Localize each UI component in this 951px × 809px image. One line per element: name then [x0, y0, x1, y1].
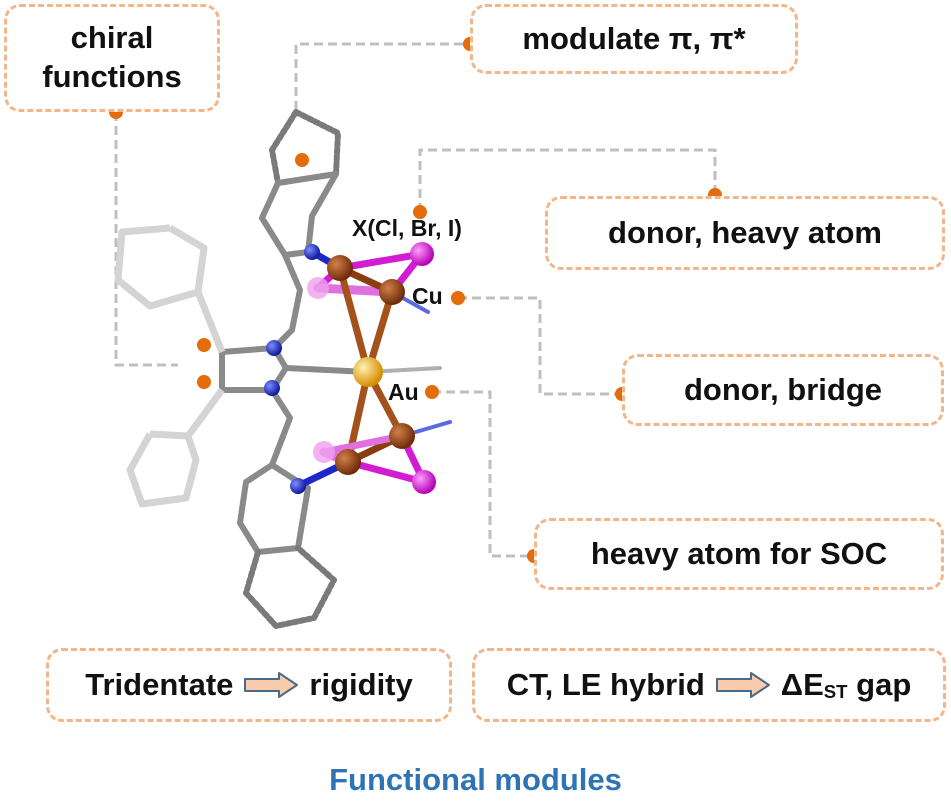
donor-heavy-label: donor, heavy atom [608, 215, 882, 251]
dashed-benzo-upper-b [269, 109, 299, 186]
n-atom-upper-b [266, 340, 282, 356]
st-subscript: ST [823, 681, 848, 703]
dashed-benzo-lower [243, 545, 337, 629]
n-atom-upper-a [304, 244, 320, 260]
x-atom-upper-back [307, 277, 329, 299]
donor-bridge-label: donor, bridge [683, 372, 883, 408]
dot-cu [451, 291, 465, 305]
au-label: Au [388, 379, 419, 405]
pyridine-lower-link [269, 387, 293, 468]
gap-text: gap [856, 667, 912, 703]
leader-modulate [294, 42, 470, 110]
leader-donor-heavy [418, 148, 717, 212]
leader-chiral [114, 112, 178, 367]
leader-donor-bridge [458, 296, 622, 396]
dot-chiral-2 [197, 375, 211, 389]
heavy-soc-label: heavy atom for SOC [590, 536, 888, 572]
modulate-box: modulate π, π* [470, 4, 798, 74]
tridentate-label: Tridentate [85, 667, 234, 703]
pyridine-upper [259, 171, 339, 258]
dot-x [413, 205, 427, 219]
x-atom-lower-back [313, 441, 335, 463]
phenyl-lower [126, 387, 225, 508]
bond-cu-x-lower-4 [320, 432, 406, 456]
phenyl-substituents [114, 224, 226, 508]
x-atom-lower [412, 470, 436, 494]
donor-heavy-atom-box: donor, heavy atom [545, 196, 945, 270]
x-atom-upper [410, 242, 434, 266]
bond-cu-x-lower-2 [344, 458, 428, 486]
imidazole [219, 327, 295, 393]
chiral-label-line1: chiral [70, 20, 154, 56]
atoms [264, 242, 436, 494]
cu-atom-2 [379, 279, 405, 305]
x-label: X(Cl, Br, I) [352, 215, 462, 241]
ct-le-hybrid-box: CT, LE hybrid ΔEST gap [472, 648, 946, 722]
n-atom-lower-a [290, 478, 306, 494]
bond-cu-x-upper-1 [336, 250, 426, 272]
heavy-atom-soc-box: heavy atom for SOC [534, 518, 944, 590]
dot-chiral-1 [197, 338, 211, 352]
dashed-benzo-upper [293, 109, 341, 177]
cu-atom-4 [335, 449, 361, 475]
cu-label: Cu [412, 283, 443, 309]
right-arrow-icon [244, 672, 299, 698]
leader-lines [114, 42, 717, 558]
figure-caption: Functional modules [329, 762, 622, 797]
n-atom-lower-b [264, 380, 280, 396]
ligand-framework [219, 109, 371, 629]
chiral-label-line2: functions [42, 59, 182, 94]
delta-est-gap-label: ΔEST gap [781, 666, 911, 703]
rigidity-label: rigidity [309, 667, 413, 703]
right-arrow-icon [715, 672, 770, 698]
tridentate-box: Tridentate rigidity [46, 648, 452, 722]
chiral-functions-box: chiral functions [4, 4, 220, 112]
bond-cu-au-upper-1 [336, 264, 372, 376]
au-atom [353, 357, 383, 387]
cu-atom-3 [389, 423, 415, 449]
leader-heavy-soc [432, 390, 534, 558]
modulate-label: modulate π, π* [522, 21, 746, 57]
dot-au [425, 385, 439, 399]
delta-e-text: ΔE [780, 667, 824, 703]
dot-modulate-ring [295, 153, 309, 167]
donor-bridge-box: donor, bridge [622, 354, 944, 426]
cu-atom-1 [327, 255, 353, 281]
phenyl-upper [114, 224, 226, 354]
ct-le-label: CT, LE hybrid [506, 667, 705, 703]
pyridine-upper-link [282, 252, 303, 333]
